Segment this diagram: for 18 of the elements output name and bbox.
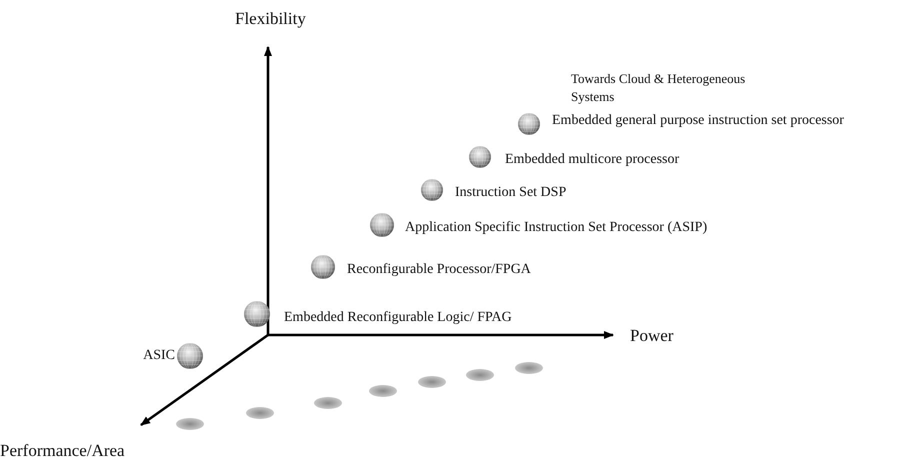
sphere [469, 146, 491, 168]
sphere [370, 213, 394, 237]
sphere [311, 255, 335, 279]
sphere-label: Reconfigurable Processor/FPGA [347, 261, 531, 278]
axis-label: Performance/Area [0, 440, 125, 462]
sphere [244, 301, 270, 327]
sphere [518, 113, 540, 135]
sphere-label: Embedded general purpose instruction set processor [552, 112, 844, 129]
note-text: Towards Cloud & Heterogeneous Systems [571, 70, 746, 106]
axis-label: Flexibility [235, 8, 306, 30]
axis-label: Power [630, 325, 674, 347]
sphere-label: Application Specific Instruction Set Processor (ASIP) [405, 219, 708, 236]
sphere-label: Instruction Set DSP [455, 184, 566, 201]
sphere-label: ASIC [143, 347, 175, 364]
sphere-label: Embedded multicore processor [505, 151, 680, 168]
sphere [421, 179, 443, 201]
sphere-label: Embedded Reconfigurable Logic/ FPAG [284, 309, 512, 326]
sphere [177, 343, 203, 369]
